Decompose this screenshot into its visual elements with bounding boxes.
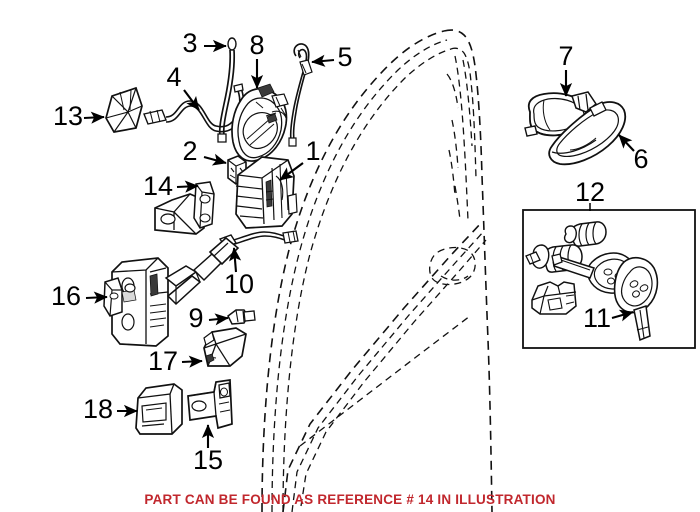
callout-9[interactable]: 9 — [188, 303, 229, 333]
callout-12[interactable]: 12 — [575, 177, 605, 211]
callout-9-label: 9 — [188, 303, 203, 333]
callout-14-label: 14 — [143, 171, 173, 201]
part-9-retaining-clip — [227, 309, 256, 325]
callout-14-leader — [176, 180, 199, 193]
reference-caption: PART CAN BE FOUND AS REFERENCE # 14 IN I… — [144, 492, 556, 507]
callout-15-label: 15 — [193, 445, 223, 475]
callout-13-leader — [83, 111, 105, 124]
callout-10-label: 10 — [224, 269, 254, 299]
callout-4-label: 4 — [166, 62, 181, 92]
callout-6-label: 6 — [633, 144, 648, 174]
callout-5-label: 5 — [337, 42, 352, 72]
key-front — [613, 256, 659, 342]
callout-11[interactable]: 11 — [583, 303, 634, 333]
callout-8-label: 8 — [249, 30, 264, 60]
lock-housing-bracket — [531, 281, 577, 315]
callout-5-leader — [311, 54, 335, 67]
lock-cylinder-and-key-box — [522, 209, 696, 349]
callout-2-label: 2 — [182, 136, 197, 166]
part-4-bowden-cable — [143, 83, 245, 133]
callout-3[interactable]: 3 — [182, 28, 227, 58]
callout-1[interactable]: 1 — [279, 136, 321, 181]
part-15-lower-hinge-bracket — [187, 379, 233, 430]
part-13-cable-end-bracket — [105, 86, 143, 133]
callout-10[interactable]: 10 — [224, 247, 254, 299]
callout-17-label: 17 — [148, 346, 178, 376]
callout-11-label: 11 — [583, 303, 611, 333]
callout-4-leader — [183, 89, 200, 111]
callout-18-label: 18 — [83, 394, 113, 424]
lock-cylinder-upper — [563, 221, 607, 247]
callout-13[interactable]: 13 — [53, 101, 105, 131]
callout-16[interactable]: 16 — [51, 281, 108, 311]
part-3-lock-rod — [217, 37, 237, 143]
callout-layer: 1 2 3 4 5 6 — [51, 28, 649, 475]
callout-12-label: 12 — [575, 177, 605, 207]
callout-2[interactable]: 2 — [182, 136, 227, 166]
callout-7-label: 7 — [558, 41, 573, 71]
callout-3-label: 3 — [182, 28, 197, 58]
callout-1-leader — [279, 162, 304, 181]
callout-17-leader — [181, 355, 203, 368]
callout-5[interactable]: 5 — [311, 42, 353, 72]
callout-16-label: 16 — [51, 281, 81, 311]
callout-11-leader — [611, 309, 634, 322]
callout-2-leader — [203, 153, 227, 166]
door-shell-phantom-outline — [261, 29, 493, 512]
callout-10-leader — [229, 247, 242, 273]
callout-9-leader — [208, 313, 229, 326]
callout-14[interactable]: 14 — [143, 171, 199, 201]
callout-4[interactable]: 4 — [166, 62, 200, 111]
part-16-door-check-strap — [103, 236, 240, 347]
callout-16-leader — [85, 291, 108, 304]
callout-7[interactable]: 7 — [558, 41, 574, 97]
part-5-operating-rod — [288, 43, 313, 147]
part-18-hinge-cover-cap — [135, 383, 183, 435]
callout-8[interactable]: 8 — [249, 30, 265, 89]
callout-17[interactable]: 17 — [148, 346, 203, 376]
callout-6-leader — [618, 134, 635, 152]
part-6-exterior-door-handle — [548, 101, 627, 166]
callout-15[interactable]: 15 — [193, 424, 223, 475]
part-8-door-handle-carrier — [231, 83, 289, 162]
callout-6[interactable]: 6 — [618, 134, 649, 174]
callout-1-label: 1 — [305, 136, 320, 166]
callout-18[interactable]: 18 — [83, 394, 138, 424]
callout-13-label: 13 — [53, 101, 83, 131]
part-14-upper-door-hinge — [154, 181, 215, 235]
part-17-door-stop-wedge — [203, 327, 247, 367]
